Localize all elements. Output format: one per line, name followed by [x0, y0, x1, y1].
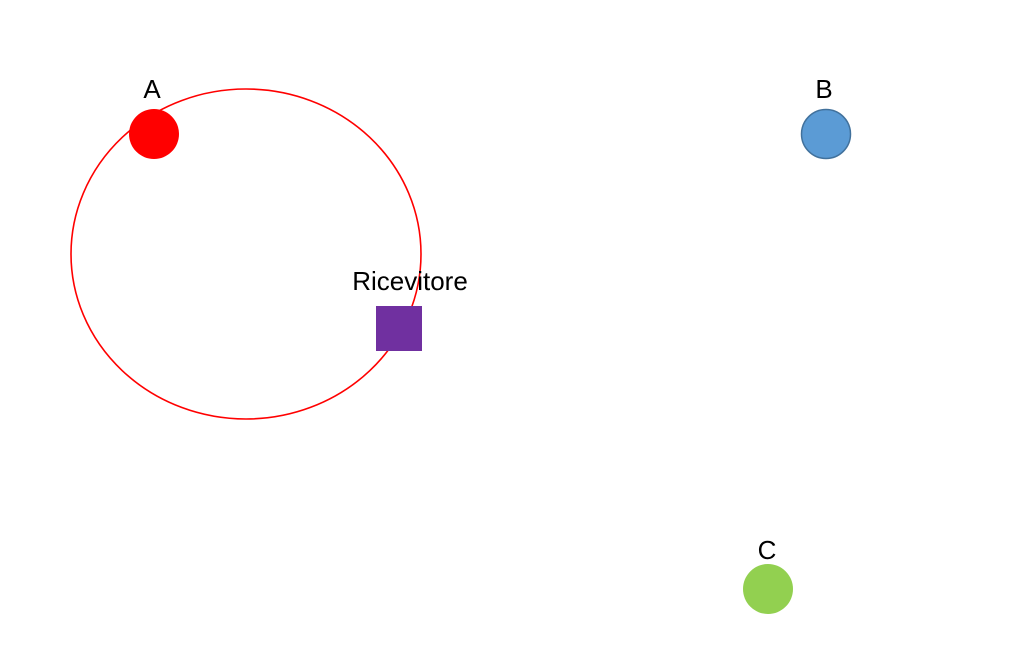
transmitter-a-label: A [143, 74, 161, 104]
transmitter-b-marker [800, 108, 852, 160]
receiver-label: Ricevitore [352, 266, 468, 296]
transmitter-c-marker [743, 564, 793, 614]
transmitter-c-label: C [758, 535, 777, 565]
receiver-marker [376, 306, 422, 351]
transmitter-b-label: B [815, 74, 832, 104]
transmitter-a-marker [129, 109, 179, 159]
transmitter-a-range-circle [70, 88, 422, 420]
